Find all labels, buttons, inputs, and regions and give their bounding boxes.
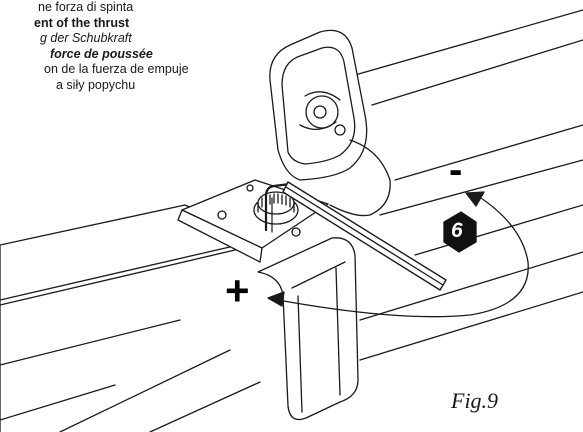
- hex-key-icon: [264, 181, 447, 291]
- step-number: 6: [451, 219, 463, 242]
- motor-housing: [0, 204, 359, 432]
- plus-label: +: [225, 267, 250, 314]
- gate-beam: [354, 9, 583, 361]
- caption-line-polish: a siły popychu: [56, 77, 136, 92]
- thrust-adjustment-caption: ne forza di spinta ent of the thrust g d…: [0, 0, 189, 93]
- rotation-arrow-icon: [267, 191, 529, 318]
- caption-line-spanish: on de la fuerza de empuje: [44, 62, 189, 76]
- caption-line-german: g der Schubkraft: [40, 31, 132, 45]
- step-badge-icon: [443, 211, 477, 253]
- arm-bracket: [269, 29, 391, 217]
- caption-line-french: force de poussée: [50, 46, 153, 61]
- caption-line-english: ent of the thrust: [34, 15, 130, 30]
- caption-line-italian: ne forza di spinta: [38, 0, 134, 14]
- minus-label: -: [449, 148, 463, 192]
- figure-label: Fig.9: [451, 388, 499, 413]
